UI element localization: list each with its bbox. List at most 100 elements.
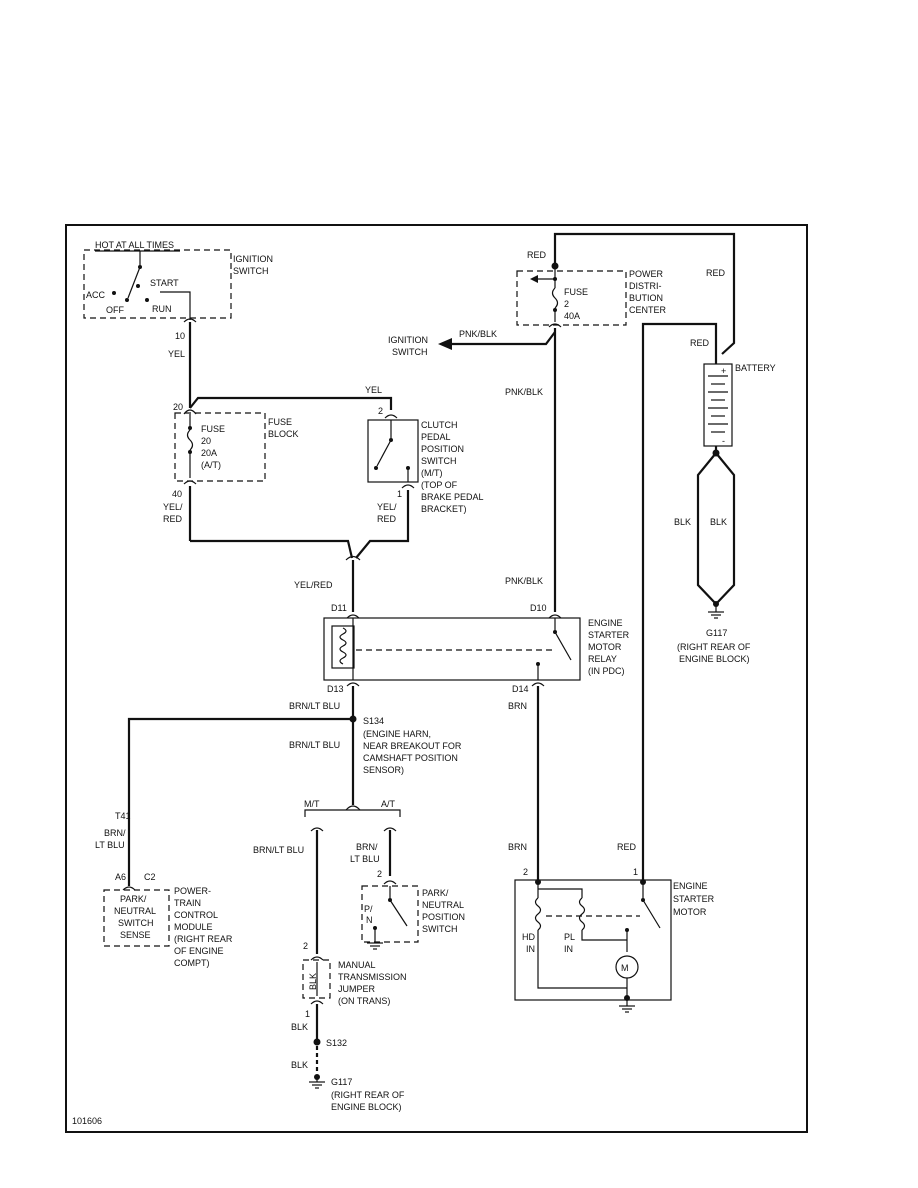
pn-contact-label: P/	[364, 904, 373, 914]
ignition-switch-name: IGNITION	[233, 254, 273, 264]
svg-text:SWITCH: SWITCH	[118, 918, 154, 928]
pdc-wire-pnk-blk: PNK/BLK	[505, 387, 543, 397]
battery-plus: +	[721, 366, 726, 376]
svg-text:RED: RED	[163, 514, 183, 524]
relay-name: ENGINE	[588, 618, 623, 628]
fuse-block-pin-20: 20	[173, 402, 183, 412]
svg-text:40A: 40A	[564, 311, 580, 321]
relay-pin-d13: D13	[327, 684, 344, 694]
battery-wire-pos: RED	[690, 338, 710, 348]
jumper-pin-1: 1	[305, 1009, 310, 1019]
at-branch-label: A/T	[381, 799, 396, 809]
s134-wire-below: BRN/LT BLU	[289, 740, 340, 750]
svg-text:RED: RED	[377, 514, 397, 524]
svg-text:ENGINE BLOCK): ENGINE BLOCK)	[679, 654, 750, 664]
svg-text:BLOCK: BLOCK	[268, 429, 299, 439]
engine-starter-motor-relay: ENGINE STARTER MOTOR RELAY (IN PDC)	[323, 617, 630, 681]
svg-text:(ENGINE HARN,: (ENGINE HARN,	[363, 729, 431, 739]
svg-text:(RIGHT REAR OF: (RIGHT REAR OF	[677, 642, 751, 652]
pcm-name: POWER-	[174, 886, 211, 896]
svg-text:JUMPER: JUMPER	[338, 984, 376, 994]
jumper-name: MANUAL	[338, 960, 376, 970]
svg-text:(IN PDC): (IN PDC)	[588, 666, 625, 676]
starter-motor-name: ENGINE	[673, 881, 708, 891]
manual-transmission-jumper: BLK MANUAL TRANSMISSION JUMPER (ON TRANS…	[302, 959, 407, 1006]
mt-branch-label: M/T	[304, 799, 320, 809]
svg-text:(ON TRANS): (ON TRANS)	[338, 996, 390, 1006]
svg-text:(A/T): (A/T)	[201, 460, 221, 470]
clutch-switch-name: CLUTCH	[421, 420, 458, 430]
relay-to-starter-wire: BRN	[508, 701, 527, 711]
pdc-fuse-label: FUSE	[564, 287, 588, 297]
svg-text:POSITION: POSITION	[422, 912, 465, 922]
pdc-in-wire: RED	[527, 250, 547, 260]
park-neutral-position-switch: P/ N PARK/ NEUTRAL POSITION SWITCH	[361, 885, 465, 943]
svg-text:(RIGHT REAR OF: (RIGHT REAR OF	[331, 1090, 405, 1100]
s132-label: S132	[326, 1038, 347, 1048]
ignition-wire-yel: YEL	[168, 349, 185, 359]
battery-minus: -	[722, 436, 725, 446]
jumper-inner-blk: BLK	[308, 973, 318, 990]
clutch-pin-2: 2	[378, 406, 383, 416]
svg-text:CAMSHAFT POSITION: CAMSHAFT POSITION	[363, 753, 458, 763]
powertrain-control-module: T41 BRN/ LT BLU A6 C2 PARK/ NEUTRAL SWIT…	[95, 811, 233, 968]
motor-symbol: M	[621, 963, 629, 973]
svg-text:OF ENGINE: OF ENGINE	[174, 946, 224, 956]
starter-pin-1: 1	[633, 867, 638, 877]
svg-text:LT BLU: LT BLU	[95, 840, 125, 850]
svg-text:RELAY: RELAY	[588, 654, 617, 664]
run-label: RUN	[152, 304, 172, 314]
acc-label: ACC	[86, 290, 106, 300]
engine-starter-motor: M HD IN PL IN	[514, 879, 672, 1001]
relay-pin-d14: D14	[512, 684, 529, 694]
pdc-out-wire: PNK/BLK	[459, 329, 497, 339]
svg-text:POSITION: POSITION	[421, 444, 464, 454]
ignition-switch: HOT AT ALL TIMES IGNITION SWITCH ACC OFF…	[83, 240, 273, 359]
jumper-ground-g117: G117	[331, 1077, 352, 1087]
svg-text:CONTROL: CONTROL	[174, 910, 218, 920]
svg-text:TRANSMISSION: TRANSMISSION	[338, 972, 407, 982]
starter-pin-2: 2	[523, 867, 528, 877]
svg-text:NEUTRAL: NEUTRAL	[422, 900, 464, 910]
pn-switch-wire: BRN/	[356, 842, 378, 852]
svg-text:MOTOR: MOTOR	[588, 642, 622, 652]
fuse-block-name: FUSE	[268, 417, 292, 427]
svg-text:IN: IN	[526, 944, 535, 954]
power-distribution-center: FUSE 2 40A POWER DISTRI- BUTION CENTER	[516, 266, 667, 326]
battery-ground-g117: G117	[706, 628, 727, 638]
s134-wire-top: BRN/LT BLU	[289, 701, 340, 711]
svg-text:SWITCH: SWITCH	[421, 456, 457, 466]
svg-text:20A: 20A	[201, 448, 217, 458]
s134-label: S134	[363, 716, 384, 726]
svg-text:PEDAL: PEDAL	[421, 432, 451, 442]
jumper-pin-2: 2	[303, 941, 308, 951]
battery-ground-wire-left: BLK	[674, 517, 691, 527]
svg-text:2: 2	[564, 299, 569, 309]
svg-text:SWITCH: SWITCH	[233, 266, 269, 276]
svg-text:CENTER: CENTER	[629, 305, 667, 315]
battery: + - BATTERY	[703, 363, 776, 447]
starter-wire-red: RED	[617, 842, 637, 852]
pdc-name: POWER	[629, 269, 664, 279]
clutch-pin-1: 1	[397, 489, 402, 499]
battery-ground-wire-right: BLK	[710, 517, 727, 527]
svg-text:(TOP OF: (TOP OF	[421, 480, 458, 490]
svg-text:DISTRI-: DISTRI-	[629, 281, 662, 291]
svg-text:(RIGHT REAR: (RIGHT REAR	[174, 934, 233, 944]
svg-text:STARTER: STARTER	[588, 630, 630, 640]
svg-text:TRAIN: TRAIN	[174, 898, 201, 908]
off-label: OFF	[106, 305, 124, 315]
svg-text:BUTION: BUTION	[629, 293, 663, 303]
jumper-ground-wire: BLK	[291, 1060, 308, 1070]
pn-switch-pin-2: 2	[377, 869, 382, 879]
fuse-block: 20 FUSE 20 20A (A/T) FUSE BLOCK 40 YEL/ …	[163, 402, 299, 524]
clutch-pedal-position-switch: YEL 2 CLUTCH PEDAL POSITION SWITCH (M/T)…	[365, 385, 484, 524]
relay-pin-d11: D11	[331, 603, 347, 613]
hd-in-label: HD	[522, 932, 535, 942]
pcm-conn-c2: C2	[144, 872, 156, 882]
svg-text:20: 20	[201, 436, 211, 446]
svg-text:ENGINE BLOCK): ENGINE BLOCK)	[331, 1102, 402, 1112]
svg-text:BRAKE PEDAL: BRAKE PEDAL	[421, 492, 484, 502]
pn-switch-name: PARK/	[422, 888, 449, 898]
